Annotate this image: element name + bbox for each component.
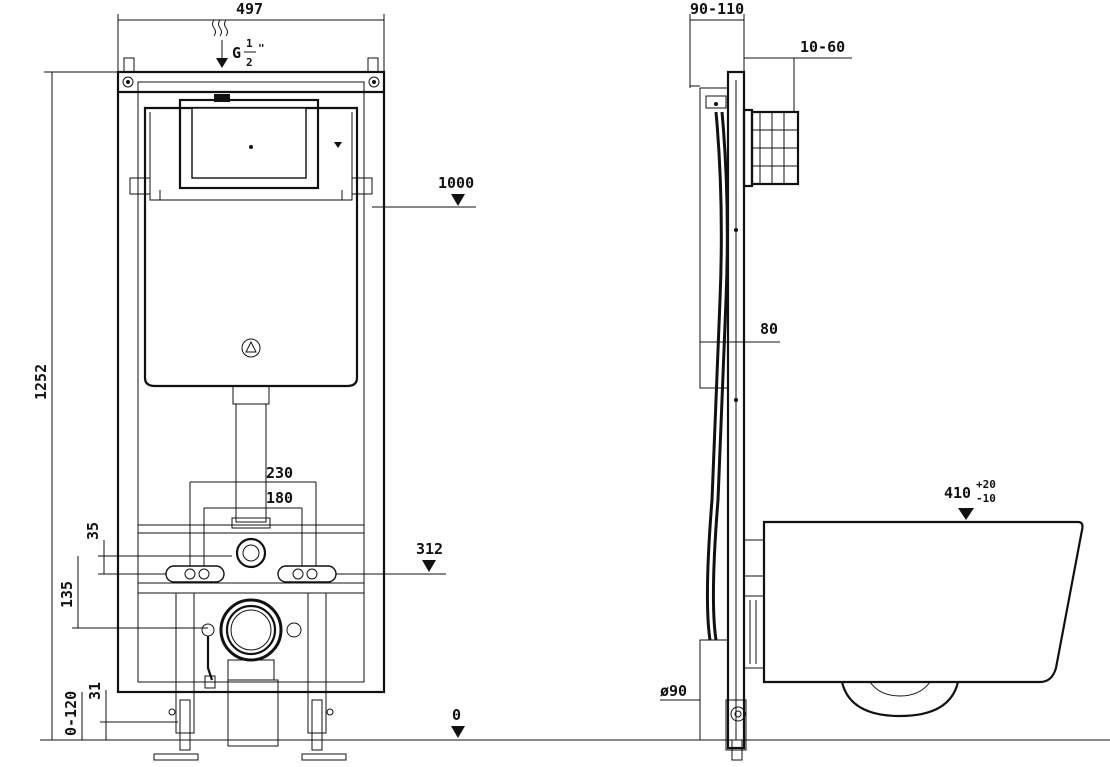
water-inlet-marker: G 1 2 " [212, 19, 265, 69]
pan-tolerance-minus: -10 [976, 492, 996, 505]
cistern [129, 94, 373, 388]
pan-tolerance-plus: +20 [976, 478, 996, 491]
offset-35-label: 35 [84, 522, 102, 540]
adjustable-legs [153, 592, 347, 761]
dimension-pipe-diameter: ø90 [660, 682, 701, 740]
pipe-diameter-label: ø90 [660, 682, 687, 700]
offset-135-label: 135 [58, 581, 76, 608]
dimension-pan-height: 410 +20 -10 [930, 478, 1000, 523]
flush-pipe [231, 385, 271, 529]
installation-frame [116, 57, 386, 694]
depth-80-label: 80 [760, 320, 778, 338]
side-wall-hung-pan [743, 520, 1084, 718]
level-1000: 1000 [372, 174, 476, 208]
range-0-120-label: 0-120 [62, 691, 80, 736]
front-view: 497 G 1 2 " 1252 1000 [32, 0, 1110, 761]
spacing-180-label: 180 [266, 489, 293, 507]
dimension-90-110: 90-110 [689, 0, 745, 88]
side-flexible-hose [699, 111, 729, 741]
level-0-label: 0 [452, 706, 461, 724]
spacing-230-label: 230 [266, 464, 293, 482]
leg-adjustment-dimensions: 31 0-120 [62, 682, 180, 741]
offset-dimensions: 35 135 [58, 522, 232, 629]
height-label: 1252 [32, 364, 50, 400]
level-0: 0 [451, 706, 465, 738]
dimension-10-60: 10-60 [744, 38, 852, 112]
level-312-label: 312 [416, 540, 443, 558]
inlet-numerator: 1 [246, 37, 253, 50]
dimension-width: 497 [117, 0, 385, 72]
side-flush-plate [742, 108, 800, 188]
offset-31-label: 31 [86, 682, 104, 700]
pan-height-label: 410 [944, 484, 971, 502]
width-label: 497 [236, 0, 263, 18]
inlet-label: G [232, 44, 241, 62]
depth-90-110-label: 90-110 [690, 0, 744, 18]
level-312: 312 [336, 540, 446, 575]
connection-plate [165, 537, 337, 583]
side-view: 90-110 10-60 80 410 +20 -10 ø90 [660, 0, 1084, 761]
spacing-dimensions: 230 180 [189, 464, 317, 566]
drain-outlet [201, 598, 302, 747]
side-frame [725, 70, 747, 761]
dimension-height: 1252 [32, 71, 128, 740]
dimension-80: 80 [700, 320, 780, 343]
inlet-denominator: 2 [246, 56, 253, 69]
inlet-unit: " [258, 42, 265, 55]
level-1000-label: 1000 [438, 174, 474, 192]
depth-10-60-label: 10-60 [800, 38, 845, 56]
